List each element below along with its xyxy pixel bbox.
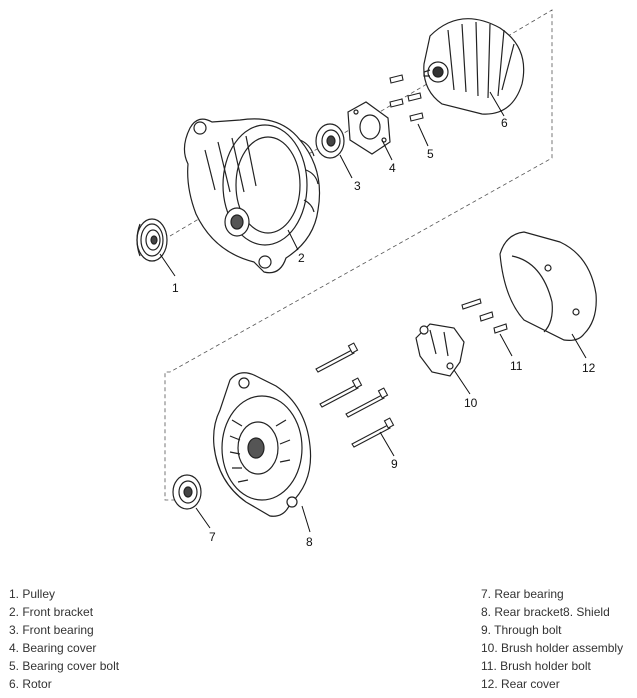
assembly-guide-lines — [164, 9, 553, 501]
legend-item: 10. Brush holder assembly — [481, 640, 624, 655]
bearing-cover-bolts-part — [389, 74, 424, 122]
callout-1: 1 — [172, 281, 179, 295]
rear-bearing-part — [172, 474, 202, 510]
legend-item: 5. Bearing cover bolt — [9, 658, 120, 673]
callout-4: 4 — [389, 161, 396, 175]
legend-item: 1. Pulley — [9, 587, 56, 601]
callout-3: 3 — [354, 179, 361, 193]
callout-9: 9 — [391, 457, 398, 471]
legend-item: 7. Rear bearing — [481, 587, 564, 601]
front-bearing-part — [315, 123, 345, 159]
legend-item: 2. Front bracket — [9, 604, 94, 619]
callout-12: 12 — [582, 361, 596, 375]
rear-cover-part — [499, 231, 597, 341]
through-bolts-part — [315, 342, 395, 448]
front-bracket-part — [183, 118, 321, 274]
legend-item: 9. Through bolt — [481, 622, 562, 637]
brush-holder-assembly-part — [415, 323, 465, 377]
legend-item: 4. Bearing cover — [9, 640, 97, 655]
bearing-cover-part — [347, 101, 391, 155]
callout-10: 10 — [464, 396, 478, 410]
legend-item: 3. Front bearing — [9, 622, 94, 637]
callout-8: 8 — [306, 535, 313, 549]
callout-6: 6 — [501, 116, 508, 130]
legend-item: 11. Brush holder bolt — [481, 658, 591, 673]
rotor-part — [423, 18, 525, 115]
leader-lines — [159, 91, 587, 533]
legend-right-column: 7. Rear bearing 8. Rear bracket8. Shield… — [481, 586, 623, 693]
callout-7: 7 — [209, 530, 216, 544]
callout-5: 5 — [427, 147, 434, 161]
legend-item: 12. Rear cover — [481, 676, 560, 691]
callout-labels: 1 2 3 4 5 6 7 8 9 10 11 12 — [172, 116, 596, 549]
legend-item: 6. Rotor — [9, 676, 52, 691]
callout-11: 11 — [510, 359, 523, 373]
pulley-part — [136, 218, 168, 262]
alternator-exploded-diagram: 1 2 3 4 5 6 7 8 9 10 11 12 — [136, 9, 597, 549]
brush-holder-bolts-part — [461, 298, 508, 334]
callout-2: 2 — [298, 251, 305, 265]
rear-bracket-part — [213, 372, 312, 517]
legend-left-column: 1. Pulley 2. Front bracket 3. Front bear… — [9, 586, 119, 693]
legend-item: 8. Rear bracket8. Shield — [481, 604, 610, 619]
